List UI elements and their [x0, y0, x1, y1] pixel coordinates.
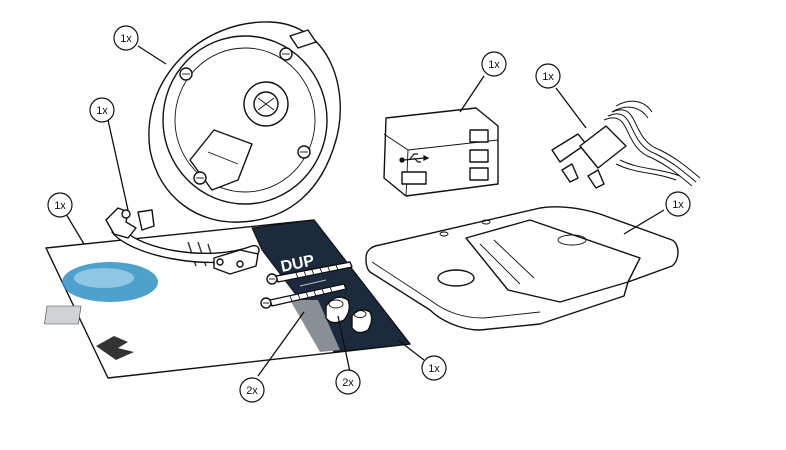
callout-box-label: 1x [120, 33, 132, 45]
callout-tray: 1x [665, 191, 691, 217]
round-mounting-box [148, 21, 341, 223]
callout-leaders [65, 45, 665, 377]
sheet-hand-illustration [96, 336, 134, 360]
callout-screws-label: 2x [246, 385, 258, 397]
instruction-sheet: DUP [44, 219, 411, 379]
callout-box: 1x [113, 25, 139, 51]
usb-port [401, 171, 427, 185]
wall-plugs [325, 296, 373, 334]
callout-usb-module: 1x [481, 51, 507, 77]
cover-plate [365, 206, 679, 331]
callout-screws: 2x [239, 377, 265, 403]
callout-manual: 1x [47, 192, 73, 218]
callout-sheet-label: 1x [428, 363, 440, 375]
screws [260, 261, 353, 309]
usb-module [383, 107, 499, 197]
callout-ring-label: 1x [96, 105, 108, 117]
sheet-module-illustration [44, 305, 82, 325]
callout-cable-label: 1x [542, 71, 554, 83]
callout-sheet: 1x [421, 355, 447, 381]
callout-plugs-label: 2x [342, 377, 354, 389]
mounting-ring [105, 207, 260, 275]
callout-tray-label: 1x [672, 199, 684, 211]
callout-plugs: 2x [335, 369, 361, 395]
screw-2 [266, 261, 353, 285]
callout-manual-label: 1x [54, 200, 66, 212]
screw-1 [260, 283, 347, 309]
cable-harness [551, 100, 701, 189]
usb-icon [399, 153, 430, 163]
callout-usb-module-label: 1x [488, 59, 500, 71]
callout-cable: 1x [535, 63, 561, 89]
plug-1 [325, 296, 351, 324]
callout-ring: 1x [89, 97, 115, 123]
plug-2 [351, 309, 373, 334]
